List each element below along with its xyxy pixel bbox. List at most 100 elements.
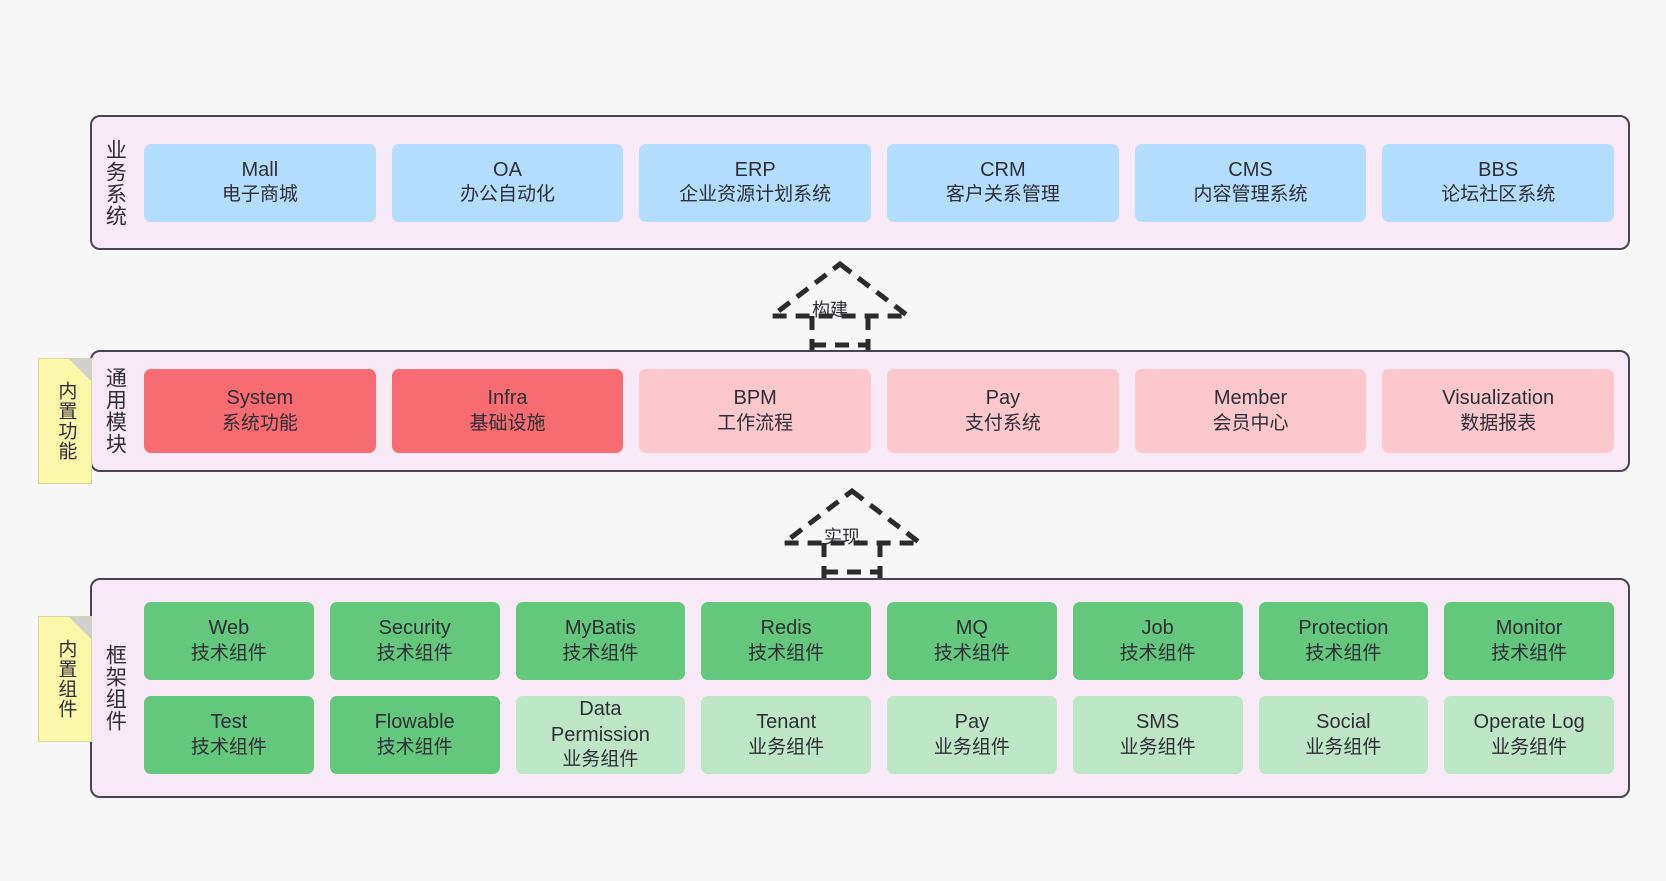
card-title: Job — [1141, 617, 1174, 640]
card-infra[interactable]: Infra 基础设施 — [391, 369, 624, 453]
card-subtitle: 业务组件 — [1119, 736, 1196, 758]
card-security[interactable]: Security 技术组件 — [329, 602, 500, 680]
card-title: Tenant — [756, 711, 817, 734]
card-subtitle: 技术组件 — [933, 642, 1010, 664]
card-oa[interactable]: OA 办公自动化 — [391, 143, 624, 222]
connector-implement-arrow-icon — [776, 487, 928, 585]
card-subtitle: 技术组件 — [562, 642, 639, 664]
card-title: Monitor — [1495, 617, 1563, 640]
card-row: Test 技术组件 Flowable 技术组件 Data Permission … — [144, 696, 1614, 774]
note-builtin-function: 内置功能 — [38, 358, 92, 484]
card-monitor[interactable]: Monitor 技术组件 — [1444, 602, 1614, 680]
card-subtitle: 技术组件 — [1119, 642, 1196, 664]
note-fold-icon — [69, 359, 91, 381]
card-bpm[interactable]: BPM 工作流程 — [639, 369, 872, 453]
card-title: Web — [208, 617, 250, 640]
layer-body-common-module: System 系统功能 Infra 基础设施 BPM 工作流程 Pay 支付系统… — [136, 352, 1628, 470]
card-social[interactable]: Social 业务组件 — [1258, 696, 1429, 774]
card-title: BBS — [1478, 158, 1519, 181]
card-bbs[interactable]: BBS 论坛社区系统 — [1382, 143, 1615, 222]
card-subtitle: 业务组件 — [933, 736, 1010, 758]
card-title: System — [226, 387, 294, 410]
card-subtitle: 企业资源计划系统 — [679, 184, 832, 206]
card-title: Member — [1213, 387, 1288, 410]
card-title: Data Permission — [550, 698, 650, 746]
card-erp[interactable]: ERP 企业资源计划系统 — [639, 143, 872, 222]
card-title: Pay — [985, 387, 1021, 410]
card-subtitle: 技术组件 — [376, 736, 453, 758]
card-sms[interactable]: SMS 业务组件 — [1072, 696, 1243, 774]
card-pay-business[interactable]: Pay 业务组件 — [887, 696, 1057, 774]
card-crm[interactable]: CRM 客户关系管理 — [887, 143, 1119, 222]
card-title: Test — [210, 711, 248, 734]
connector-implement-stem-bottom — [824, 565, 880, 579]
card-subtitle: 技术组件 — [190, 736, 267, 758]
card-web[interactable]: Web 技术组件 — [144, 602, 314, 680]
dashed-line-icon — [824, 569, 880, 575]
connector-implement-label: 实现 — [824, 527, 860, 547]
card-title: Pay — [954, 711, 990, 734]
card-subtitle: 技术组件 — [1491, 642, 1568, 664]
card-flowable[interactable]: Flowable 技术组件 — [329, 696, 500, 774]
layer-title-business-system: 业务系统 — [103, 138, 127, 227]
layer-framework-component: 框架组件 Web 技术组件 Security 技术组件 MyBatis 技术组件… — [90, 578, 1630, 798]
card-pay[interactable]: Pay 支付系统 — [887, 369, 1119, 453]
card-subtitle: 业务组件 — [562, 749, 639, 771]
card-protection[interactable]: Protection 技术组件 — [1258, 602, 1429, 680]
card-subtitle: 业务组件 — [1491, 736, 1568, 758]
card-title: SMS — [1135, 711, 1180, 734]
card-subtitle: 技术组件 — [1305, 642, 1382, 664]
card-title: MyBatis — [564, 617, 636, 640]
card-subtitle: 电子商城 — [221, 184, 298, 206]
connector-build-arrow-icon — [764, 260, 916, 358]
card-tenant[interactable]: Tenant 业务组件 — [701, 696, 871, 774]
card-subtitle: 基础设施 — [469, 412, 546, 434]
card-subtitle: 业务组件 — [1305, 736, 1382, 758]
card-subtitle: 系统功能 — [221, 412, 298, 434]
card-title: CMS — [1228, 158, 1273, 181]
layer-body-framework-component: Web 技术组件 Security 技术组件 MyBatis 技术组件 Redi… — [136, 580, 1628, 796]
card-row: System 系统功能 Infra 基础设施 BPM 工作流程 Pay 支付系统… — [144, 369, 1615, 453]
card-data-permission[interactable]: Data Permission 业务组件 — [515, 696, 686, 774]
card-subtitle: 业务组件 — [748, 736, 825, 758]
card-visualization[interactable]: Visualization 数据报表 — [1382, 369, 1615, 453]
card-operate-log[interactable]: Operate Log 业务组件 — [1444, 696, 1614, 774]
card-title: Infra — [487, 387, 528, 410]
connector-build-label: 构建 — [812, 300, 848, 320]
card-redis[interactable]: Redis 技术组件 — [701, 602, 871, 680]
card-row: Mall 电子商城 OA 办公自动化 ERP 企业资源计划系统 CRM 客户关系… — [144, 143, 1615, 222]
connector-build: 构建 — [760, 258, 920, 358]
note-fold-icon — [69, 617, 91, 639]
card-title: MQ — [955, 617, 988, 640]
layer-business-system: 业务系统 Mall 电子商城 OA 办公自动化 ERP 企业资源计划系统 CRM… — [90, 115, 1630, 250]
card-title: CRM — [980, 158, 1026, 181]
card-subtitle: 客户关系管理 — [945, 184, 1060, 206]
card-title: Flowable — [374, 711, 455, 734]
note-label: 内置组件 — [55, 639, 77, 719]
card-system[interactable]: System 系统功能 — [144, 369, 376, 453]
card-title: Redis — [760, 617, 812, 640]
card-subtitle: 支付系统 — [964, 412, 1041, 434]
card-title: Security — [378, 617, 451, 640]
connector-implement: 实现 — [772, 485, 932, 585]
card-mall[interactable]: Mall 电子商城 — [144, 143, 376, 222]
layer-common-module: 通用模块 System 系统功能 Infra 基础设施 BPM 工作流程 Pay… — [90, 350, 1630, 472]
card-job[interactable]: Job 技术组件 — [1072, 602, 1243, 680]
card-title: OA — [493, 158, 522, 181]
layer-title-framework-component: 框架组件 — [103, 644, 127, 732]
card-mybatis[interactable]: MyBatis 技术组件 — [515, 602, 686, 680]
card-subtitle: 办公自动化 — [460, 184, 556, 206]
card-title: Protection — [1298, 617, 1389, 640]
card-subtitle: 技术组件 — [748, 642, 825, 664]
card-subtitle: 数据报表 — [1460, 412, 1537, 434]
card-test[interactable]: Test 技术组件 — [144, 696, 314, 774]
card-subtitle: 内容管理系统 — [1193, 184, 1308, 206]
card-member[interactable]: Member 会员中心 — [1134, 369, 1367, 453]
card-cms[interactable]: CMS 内容管理系统 — [1134, 143, 1367, 222]
card-subtitle: 工作流程 — [717, 412, 794, 434]
card-title: Operate Log — [1473, 711, 1585, 734]
card-mq[interactable]: MQ 技术组件 — [887, 602, 1057, 680]
note-builtin-component: 内置组件 — [38, 616, 92, 742]
card-subtitle: 会员中心 — [1212, 412, 1289, 434]
